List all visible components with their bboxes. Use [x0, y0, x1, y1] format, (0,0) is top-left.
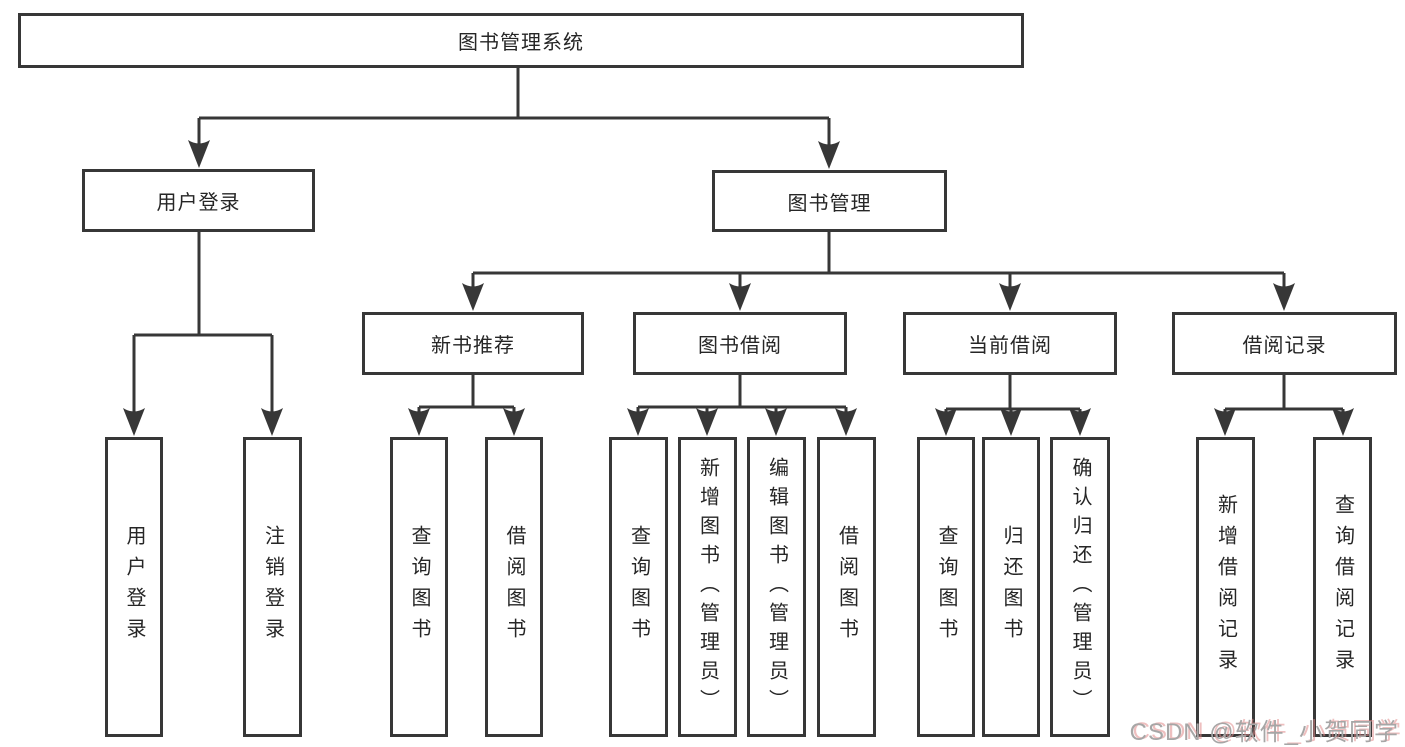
node-new-book-recommend: 新书推荐 — [362, 312, 584, 375]
leaf-edit-books-admin: 编辑图书（管理员） — [747, 437, 806, 737]
leaf-label: 确认归还（管理员） — [1069, 456, 1091, 718]
leaf-logout: 注销登录 — [243, 437, 302, 737]
node-label: 当前借阅 — [968, 335, 1052, 357]
node-book-management: 图书管理 — [712, 170, 947, 232]
leaf-label: 查询图书 — [627, 525, 650, 649]
leaf-add-borrow-record: 新增借阅记录 — [1196, 437, 1255, 737]
leaf-add-books-admin: 新增图书（管理员） — [678, 437, 737, 737]
leaf-label: 借阅图书 — [835, 525, 858, 649]
leaf-label: 查询图书 — [408, 525, 430, 649]
leaf-label: 注销登录 — [261, 525, 284, 649]
leaf-query-books-2: 查询图书 — [609, 437, 668, 737]
arrowhead-icons — [123, 140, 1354, 436]
node-book-borrow: 图书借阅 — [633, 312, 847, 375]
node-label: 图书借阅 — [698, 335, 782, 357]
leaf-query-borrow-record: 查询借阅记录 — [1313, 437, 1372, 737]
leaf-label: 用户登录 — [123, 525, 145, 649]
leaf-query-books-1: 查询图书 — [390, 437, 448, 737]
node-root-system: 图书管理系统 — [18, 13, 1024, 68]
leaf-query-books-3: 查询图书 — [917, 437, 975, 737]
leaf-label: 查询图书 — [935, 525, 957, 649]
node-current-borrow: 当前借阅 — [903, 312, 1117, 375]
leaf-label: 新增图书（管理员） — [696, 456, 719, 718]
node-user-login: 用户登录 — [82, 169, 315, 232]
node-label: 新书推荐 — [431, 335, 515, 357]
leaf-borrow-books-2: 借阅图书 — [817, 437, 876, 737]
leaf-user-login: 用户登录 — [105, 437, 163, 737]
leaf-label: 新增借阅记录 — [1214, 494, 1237, 680]
csdn-watermark: CSDN @软件_小贺同学 — [1129, 719, 1399, 746]
node-label: 借阅记录 — [1242, 335, 1327, 357]
node-label: 图书管理系统 — [458, 32, 584, 54]
node-borrow-records: 借阅记录 — [1172, 312, 1397, 375]
leaf-label: 编辑图书（管理员） — [765, 456, 788, 718]
leaf-label: 查询借阅记录 — [1331, 494, 1354, 680]
leaf-label: 归还图书 — [1000, 525, 1022, 649]
leaf-label: 借阅图书 — [503, 525, 525, 649]
node-label: 图书管理 — [787, 192, 872, 215]
leaf-confirm-return-admin: 确认归还（管理员） — [1050, 437, 1110, 737]
leaf-return-books: 归还图书 — [982, 437, 1040, 737]
leaf-borrow-books-1: 借阅图书 — [485, 437, 543, 737]
node-label: 用户登录 — [156, 192, 241, 214]
